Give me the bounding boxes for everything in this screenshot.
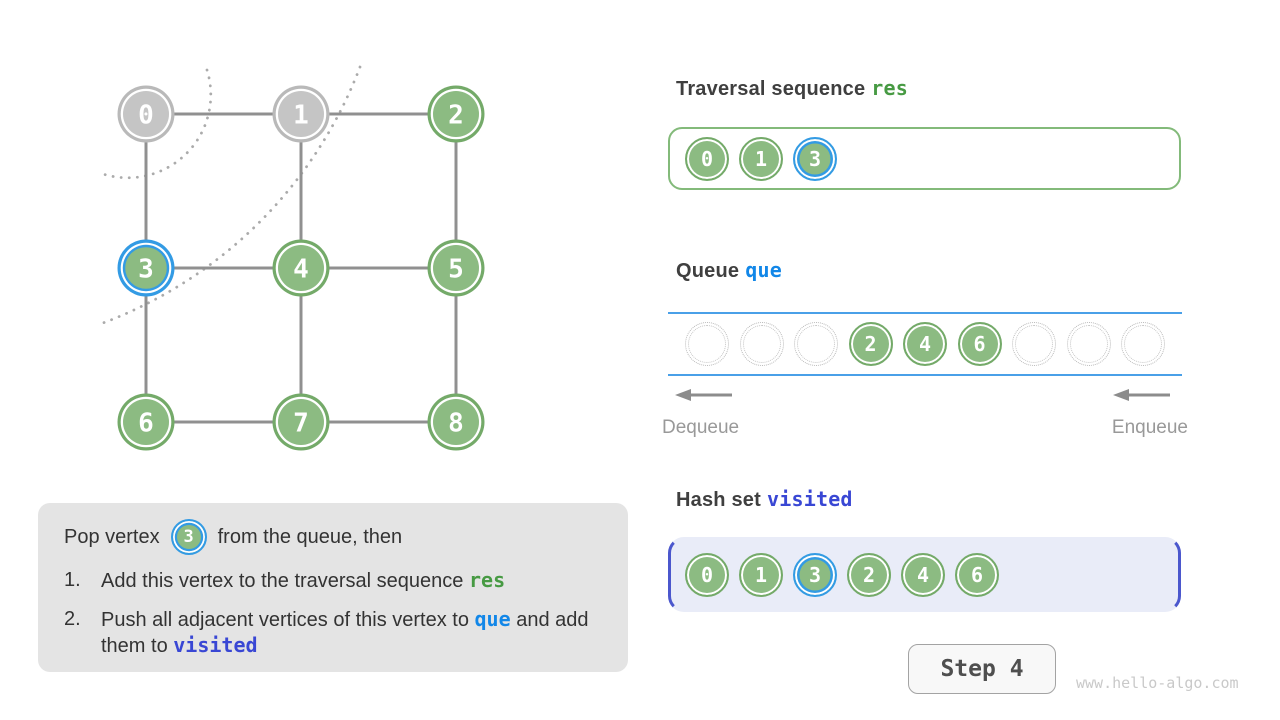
explanation-text-part: and add them to — [101, 609, 589, 657]
hashset-item-2: 2 — [847, 552, 891, 597]
hashset-item-6: 6 — [955, 552, 999, 597]
bfs-level-arc-inner — [98, 68, 213, 180]
graph-node-3: 3 — [117, 239, 175, 297]
keyword-que: que — [474, 607, 511, 632]
explanation-item-number: 1. — [64, 569, 81, 591]
graph-node-6: 6 — [117, 393, 175, 451]
explanation-intro-after: from the queue, then — [217, 525, 403, 548]
graph-node-2: 2 — [427, 85, 485, 143]
graph-node-1: 1 — [272, 85, 330, 143]
graph-node-label: 5 — [448, 255, 464, 285]
explanation-item-text: Add this vertex to the traversal sequenc… — [101, 568, 602, 593]
dequeue-label: Dequeue — [662, 417, 740, 438]
graph-node-5: 5 — [427, 239, 485, 297]
hashset-item-3-current: 3 — [793, 552, 837, 597]
graph-node-7: 7 — [272, 393, 330, 451]
keyword-visited: visited — [173, 632, 258, 657]
graph-nodes: 0 1 2 3 4 5 6 7 8 — [117, 85, 485, 451]
explanation-intro-before: Pop vertex — [64, 525, 160, 548]
queue-empty-slot-1 — [739, 322, 784, 366]
watermark: www.hello-algo.com — [1076, 674, 1239, 692]
graph-node-label: 0 — [138, 101, 154, 131]
queue-empty-slot-2 — [794, 322, 838, 366]
queue-title-text: Queue — [676, 260, 740, 282]
explanation-box: Pop vertex 3 from the queue, then 1. Add … — [38, 503, 628, 672]
queue-empty-slot-6 — [1012, 322, 1056, 366]
hashset-item-0: 0 — [685, 552, 729, 597]
traversal-title-text: Traversal sequence — [676, 78, 866, 100]
traversal-keyword: res — [871, 76, 909, 100]
graph-node-label: 2 — [448, 101, 464, 131]
hashset-title-text: Hash set — [676, 489, 761, 511]
enqueue-arrow-icon — [1113, 389, 1170, 401]
hashset-item-4: 4 — [901, 552, 945, 597]
queue-empty-slot-8 — [1121, 322, 1165, 366]
explanation-list: 1. Add this vertex to the traversal seque… — [64, 568, 602, 658]
dequeue-arrow-icon — [675, 389, 732, 401]
graph-node-label: 7 — [293, 409, 309, 439]
explanation-intro: Pop vertex 3 from the queue, then — [64, 519, 602, 555]
explanation-vertex-chip: 3 — [170, 519, 207, 555]
explanation-item-1: 1. Add this vertex to the traversal seque… — [64, 568, 602, 593]
hashset-item-1: 1 — [739, 552, 783, 597]
explanation-text-part: Push all adjacent vertices of this verte… — [101, 609, 475, 632]
explanation-item-number: 2. — [64, 608, 81, 631]
queue-empty-slot-7 — [1066, 322, 1111, 366]
graph-node-8: 8 — [427, 393, 485, 451]
queue-item-4: 4 — [903, 322, 947, 366]
explanation-text-part: Add this vertex to the traversal sequenc… — [101, 570, 469, 592]
graph-figure: 0 1 2 3 4 5 6 7 8 — [98, 65, 485, 451]
enqueue-label: Enqueue — [1111, 417, 1188, 438]
graph-node-label: 3 — [138, 255, 154, 285]
explanation-vertex-value: 3 — [183, 527, 194, 547]
graph-node-label: 4 — [293, 255, 309, 285]
traversal-item-0: 0 — [685, 136, 729, 181]
traversal-item-3-current: 3 — [793, 136, 837, 181]
queue-keyword: que — [745, 258, 782, 282]
graph-node-label: 1 — [293, 101, 309, 131]
explanation-item-2: 2. Push all adjacent vertices of this ver… — [64, 607, 602, 658]
graph-node-0: 0 — [117, 85, 175, 143]
hashset-keyword: visited — [766, 487, 853, 511]
graph-node-4: 4 — [272, 239, 330, 297]
queue-empty-slot-0 — [685, 322, 729, 366]
keyword-res: res — [468, 568, 506, 592]
graph-node-label: 6 — [138, 409, 154, 439]
graph-node-label: 8 — [448, 409, 464, 439]
queue-item-6: 6 — [957, 322, 1002, 366]
step-button[interactable]: Step 4 — [908, 644, 1056, 694]
bfs-level-arc-outer — [101, 65, 362, 325]
explanation-item-text: Push all adjacent vertices of this verte… — [101, 607, 602, 658]
traversal-item-1: 1 — [739, 136, 783, 181]
queue-item-2: 2 — [848, 322, 893, 366]
